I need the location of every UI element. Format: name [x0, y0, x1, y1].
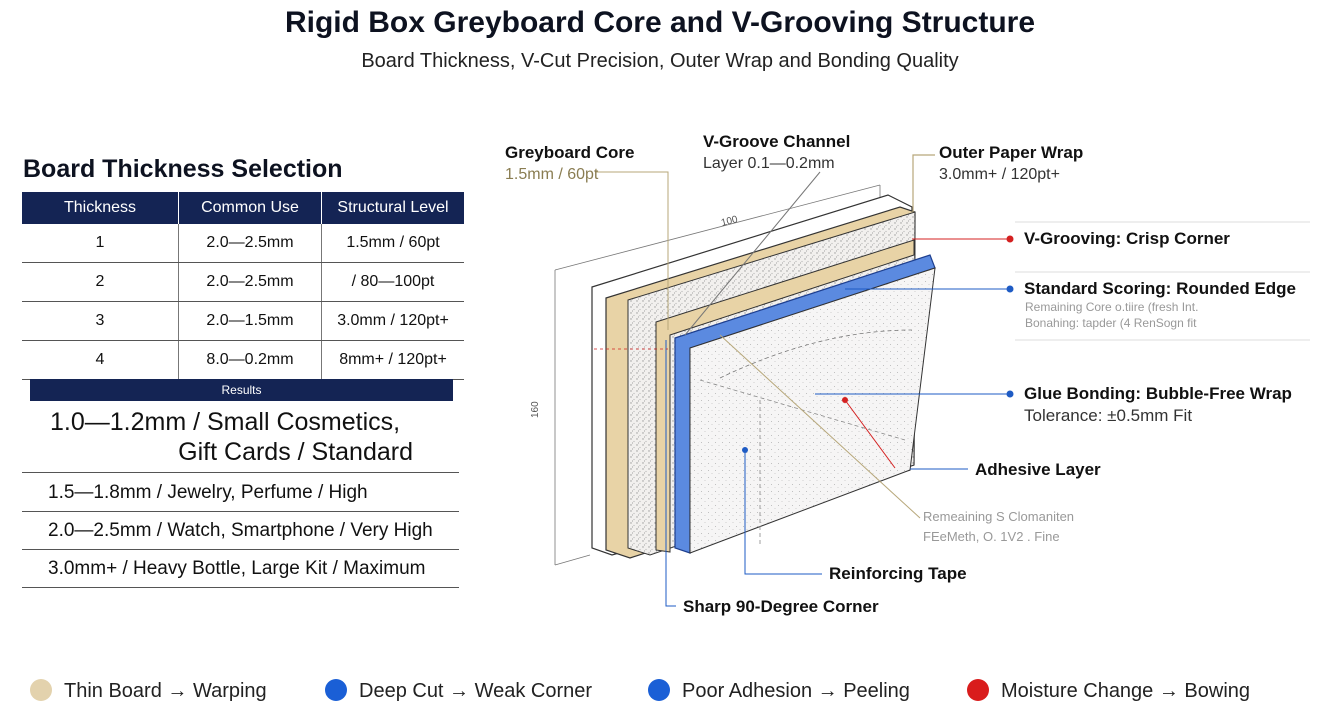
callout-remaining-note2: FEeMeth, O. 1V2 . Fine [923, 529, 1060, 544]
front-face-layer [689, 267, 936, 554]
outer-wrap-leader [912, 154, 935, 212]
tape-leader [744, 450, 822, 575]
legend-label: Poor Adhesion → Peeling [682, 680, 910, 702]
callout-scoring-note2: Bonahing: tapder (4 RenSogn fit [1025, 316, 1197, 330]
vgroove-leader [684, 171, 821, 336]
results-primary-line1: 1.0—1.2mm / Small Cosmetics, [50, 408, 401, 436]
vgroove-channel-spec: Layer 0.1—0.2mm [703, 155, 835, 172]
blue-dot-icon [325, 679, 347, 701]
greyboard-leader [595, 171, 669, 330]
dimension-height-label: 160 [530, 401, 541, 418]
callout-glue-bonding: Glue Bonding: Bubble-Free Wrap [1024, 384, 1292, 403]
table-cell: 2 [22, 262, 179, 302]
remaining-core-leader [719, 334, 921, 519]
legend-item-thin-board: Thin Board → Warping [30, 679, 267, 703]
corner-leader [665, 340, 676, 607]
callout-glue-tolerance: Tolerance: ±0.5mm Fit [1024, 406, 1193, 425]
callout-reinforcing-tape: Reinforcing Tape [829, 564, 967, 583]
column-header-structural-level: Structural Level [321, 192, 464, 224]
results-primary: 1.0—1.2mm / Small Cosmetics, Gift Cards … [22, 406, 459, 473]
column-header-thickness: Thickness [22, 192, 179, 224]
column-header-common-use: Common Use [178, 192, 322, 224]
table-header-row: Thickness Common Use Structural Level [22, 192, 464, 224]
callout-adhesive-layer: Adhesive Layer [975, 460, 1101, 479]
table-cell: 3.0mm / 120pt+ [321, 301, 464, 341]
table-cell: 1.5mm / 60pt [321, 224, 464, 263]
dimension-line-width [554, 184, 881, 271]
scoring-marker [1006, 285, 1014, 293]
dimension-width-label: 100 [720, 214, 739, 229]
red-detail-leader [844, 399, 896, 469]
table-row: 2 2.0—2.5mm / 80—100pt [22, 262, 464, 302]
page-subtitle: Board Thickness, V-Cut Precision, Outer … [361, 50, 959, 72]
table-row: 1 2.0—2.5mm 1.5mm / 60pt [22, 224, 464, 263]
page-title: Rigid Box Greyboard Core and V-Grooving … [284, 6, 1036, 39]
table-cell: 1 [22, 224, 179, 263]
table-cell: 3 [22, 301, 179, 341]
vgrooving-marker [1006, 235, 1014, 243]
legend-item-deep-cut: Deep Cut → Weak Corner [325, 679, 592, 703]
greyboard-core-title: Greyboard Core [505, 143, 635, 162]
legend-label: Thin Board → Warping [64, 680, 267, 702]
callout-vgrooving: V-Grooving: Crisp Corner [1024, 229, 1230, 248]
results-row-text: 2.0—2.5mm / Watch, Smartphone / Very Hig… [48, 520, 433, 541]
glue-marker [1006, 390, 1014, 398]
legend-item-poor-adhesion: Poor Adhesion → Peeling [648, 679, 910, 703]
inner-kraft-layer [655, 239, 915, 553]
table-row: 4 8.0—0.2mm 8mm+ / 120pt+ [22, 340, 464, 380]
table-cell: 2.0—1.5mm [178, 301, 322, 341]
table-cell: 2.0—2.5mm [178, 262, 322, 302]
results-row: 3.0mm+ / Heavy Bottle, Large Kit / Maxim… [22, 550, 459, 588]
results-row-text: 3.0mm+ / Heavy Bottle, Large Kit / Maxim… [48, 558, 426, 579]
legend-item-moisture-change: Moisture Change → Bowing [967, 679, 1250, 703]
outer-paper-wrap-spec: 3.0mm+ / 120pt+ [939, 166, 1060, 183]
callout-sharp-corner: Sharp 90-Degree Corner [683, 597, 879, 616]
legend-label: Moisture Change → Bowing [1001, 680, 1251, 702]
callout-scoring-note1: Remaining Core o.tiire (fresh Int. [1025, 300, 1199, 314]
table-row: 3 2.0—1.5mm 3.0mm / 120pt+ [22, 301, 464, 341]
table-cell: 8mm+ / 120pt+ [321, 340, 464, 380]
results-primary-line2: Gift Cards / Standard [178, 438, 413, 466]
results-bar: Results [30, 379, 453, 401]
thickness-table: Thickness Common Use Structural Level 1 … [22, 192, 464, 380]
results-row-text: 1.5—1.8mm / Jewelry, Perfume / High [48, 482, 368, 503]
legend-label: Deep Cut → Weak Corner [359, 680, 593, 702]
results-row: 1.5—1.8mm / Jewelry, Perfume / High [22, 474, 459, 512]
table-cell: 8.0—0.2mm [178, 340, 322, 380]
outer-paper-wrap-title: Outer Paper Wrap [939, 143, 1084, 162]
beige-dot-icon [30, 679, 52, 701]
blue-dot-icon [648, 679, 670, 701]
greyboard-core-spec: 1.5mm / 60pt [505, 166, 599, 183]
callout-standard-scoring: Standard Scoring: Rounded Edge [1024, 279, 1297, 298]
table-cell: 2.0—2.5mm [178, 224, 322, 263]
results-row: 2.0—2.5mm / Watch, Smartphone / Very Hig… [22, 512, 459, 550]
table-cell: 4 [22, 340, 179, 380]
board-thickness-heading: Board Thickness Selection [23, 155, 343, 183]
vgroove-channel-title: V-Groove Channel [703, 132, 851, 151]
callout-remaining-note1: Remeaining S Clomaniten [923, 509, 1075, 524]
table-cell: / 80—100pt [321, 262, 464, 302]
red-dot-icon [967, 679, 989, 701]
